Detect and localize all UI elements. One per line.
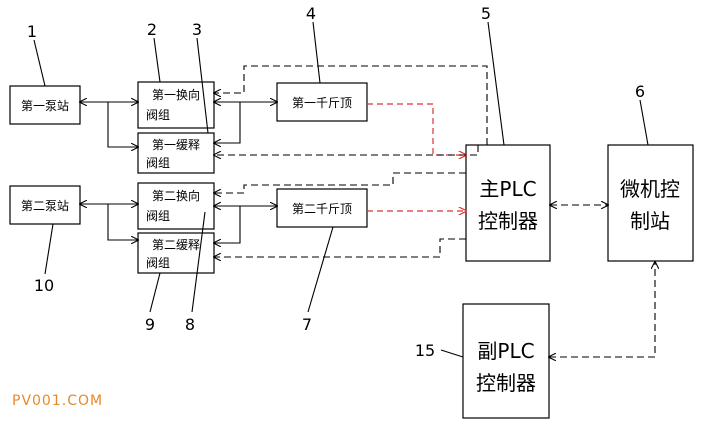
micro-station-line1: 微机控 (620, 177, 680, 201)
pump2-to-buf2 (107, 204, 138, 240)
leader-lines (33, 21, 649, 358)
main-plc-line2: 控制器 (478, 209, 538, 233)
ctrl-rev2 (214, 172, 466, 193)
ref-num-6: 6 (635, 82, 645, 101)
ref-num-5: 5 (481, 4, 491, 23)
microcomputer-control-station: 微机控 制站 (607, 144, 694, 262)
ctrl-buf2 (214, 238, 466, 257)
ctrl-rev1 (214, 65, 488, 145)
buffer-valve-2-line1: 第二缓释 (152, 238, 200, 252)
jack-2-label: 第二千斤顶 (292, 202, 352, 216)
reversing-valve-2: 第二换向 阀组 (137, 182, 215, 230)
ref-num-2: 2 (147, 20, 157, 39)
ref-num-10: 10 (34, 276, 54, 295)
pump-station-2: 第二泵站 (9, 185, 81, 225)
reversing-valve-1-line1: 第一换向 (152, 87, 200, 102)
ref-num-1: 1 (27, 22, 37, 41)
jack1-signal (367, 103, 466, 155)
sub-plc-line2: 控制器 (476, 371, 536, 395)
hydraulic-lines (80, 102, 277, 243)
pump1-to-buf1 (107, 102, 138, 147)
sub-plc-to-micro (549, 262, 655, 357)
buffer-valve-2-line2: 阀组 (146, 256, 170, 270)
ref-num-7: 7 (302, 315, 312, 334)
control-lines (214, 65, 655, 357)
ref-num-9: 9 (145, 315, 155, 334)
reversing-valve-2-line1: 第二换向 (152, 188, 200, 203)
jack-2: 第二千斤顶 (276, 188, 368, 228)
buffer-valve-1-line1: 第一缓释 (152, 138, 200, 152)
reversing-valve-1: 第一换向 阀组 (137, 81, 215, 129)
buffer-valve-1-line2: 阀组 (146, 156, 170, 170)
sub-plc-controller: 副PLC 控制器 (462, 303, 550, 419)
buffer-valve-1: 第一缓释 阀组 (137, 132, 215, 174)
ref-num-15: 15 (415, 341, 435, 360)
ctrl-buf1 (214, 145, 479, 155)
reference-numerals: 1 2 3 4 5 6 7 8 9 10 15 (27, 4, 645, 360)
reversing-valve-1-line2: 阀组 (146, 108, 170, 122)
reversing-valve-2-line2: 阀组 (146, 209, 170, 223)
ref-num-8: 8 (185, 315, 195, 334)
pump-station-1-label: 第一泵站 (21, 99, 69, 113)
rev2-to-buf2 (214, 206, 241, 243)
micro-station-line2: 制站 (630, 209, 670, 233)
ref-num-3: 3 (192, 20, 202, 39)
main-plc-controller: 主PLC 控制器 (465, 144, 551, 262)
ref-num-4: 4 (306, 4, 316, 23)
watermark: PV001.COM (12, 393, 103, 409)
jack-1: 第一千斤顶 (276, 82, 368, 122)
main-plc-line1: 主PLC (479, 177, 536, 201)
jack-1-label: 第一千斤顶 (292, 96, 352, 110)
rev1-to-buf1 (214, 102, 241, 143)
pump-station-2-label: 第二泵站 (21, 199, 69, 213)
sensor-signal-lines (367, 103, 466, 211)
sub-plc-line1: 副PLC (477, 339, 534, 363)
buffer-valve-2: 第二缓释 阀组 (137, 232, 215, 274)
pump-station-1: 第一泵站 (9, 85, 81, 125)
